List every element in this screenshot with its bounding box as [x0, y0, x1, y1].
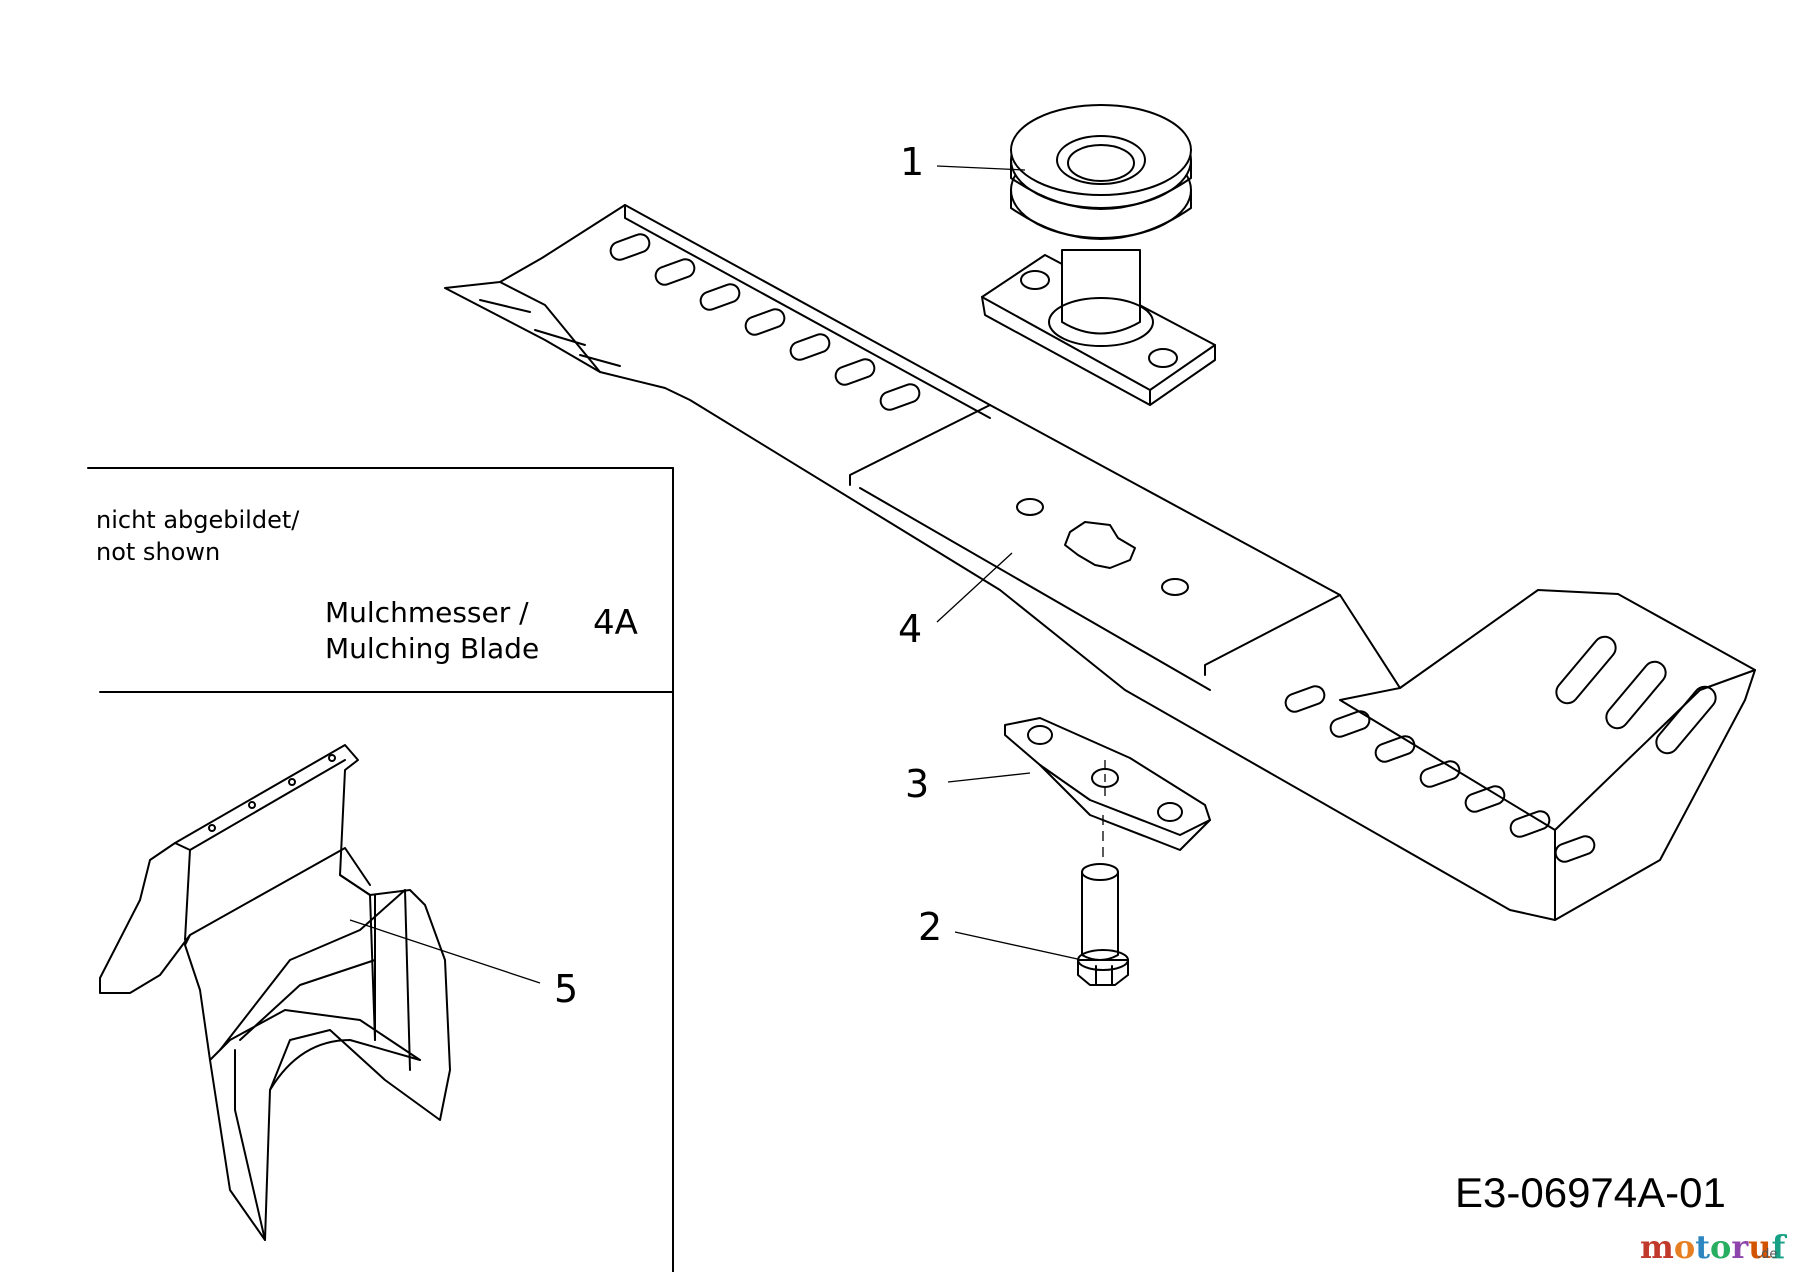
table-item-name-2: Mulching Blade	[325, 632, 539, 665]
watermark-letter: o	[1710, 1228, 1731, 1266]
watermark-suffix: .de	[1757, 1247, 1777, 1262]
watermark-letter: t	[1695, 1228, 1710, 1266]
leader-lines	[349, 165, 1083, 984]
table-item-name-1: Mulchmesser /	[325, 596, 529, 629]
table-item-number: 4A	[593, 603, 638, 643]
callout-1: 1	[900, 140, 924, 184]
note-line-1: nicht abgebildet/	[96, 506, 300, 534]
blade-slots-left	[609, 233, 921, 411]
callout-2: 2	[918, 905, 942, 949]
watermark-letter: r	[1731, 1228, 1749, 1266]
watermark-letter: f	[1771, 1228, 1787, 1266]
watermark-logo: motoruf .de	[1640, 1228, 1787, 1266]
callout-5: 5	[554, 967, 578, 1011]
blade-slots-right	[1284, 635, 1717, 863]
note-line-2: not shown	[96, 538, 220, 566]
watermark-letter: u	[1748, 1228, 1771, 1266]
watermark-letter: o	[1674, 1228, 1695, 1266]
svg-text:motoruf: motoruf	[1640, 1228, 1787, 1266]
bolt-part	[1077, 815, 1129, 986]
drawing-reference-code: E3-06974A-01	[1455, 1169, 1726, 1216]
blade-adapter-part	[1004, 717, 1211, 851]
blade-part	[444, 204, 1756, 921]
not-shown-table: nicht abgebildet/ not shown Mulchmesser …	[87, 467, 674, 1272]
watermark-letter: m	[1640, 1228, 1674, 1266]
callout-3: 3	[905, 762, 929, 806]
spindle-pulley-part	[981, 104, 1216, 406]
callout-4: 4	[898, 607, 922, 651]
mulching-plug-part	[99, 744, 451, 1241]
